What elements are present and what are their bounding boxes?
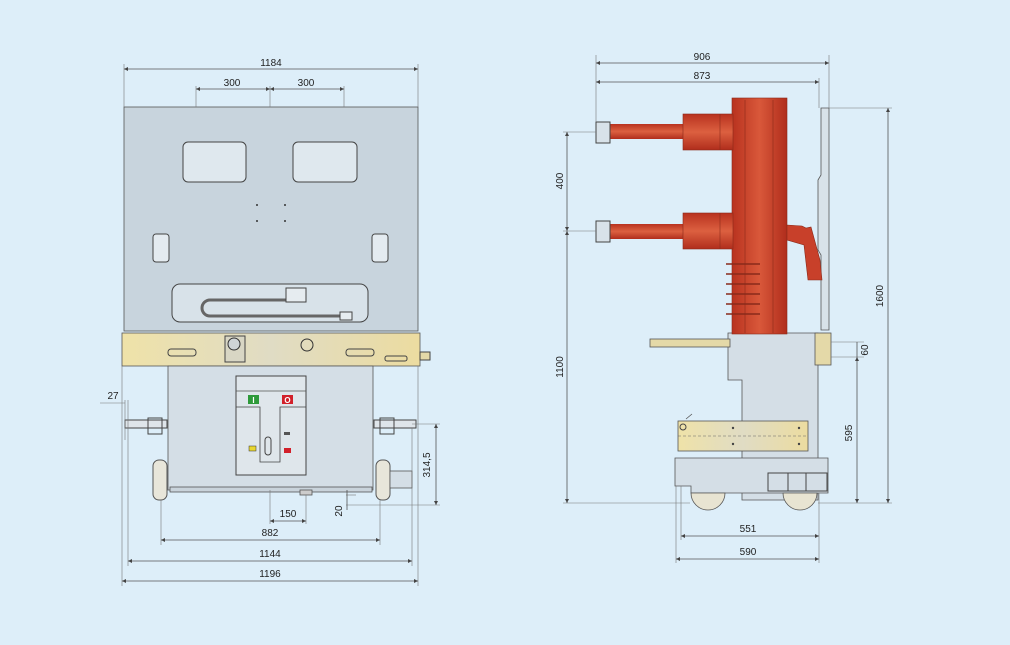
drive-lever [786,224,823,281]
drawing-shape [284,204,286,206]
dim-1600: 1600 [875,284,886,307]
dim-882: 882 [262,528,279,539]
drawing-shape [379,417,395,435]
drawing-shape [345,348,375,357]
bracket [814,332,832,366]
racking-handle [200,298,340,318]
drawing-shape [169,486,373,493]
drawing-shape [389,470,413,489]
drawing-line [685,413,693,420]
side-panel [817,107,830,331]
drawing-shape [679,423,687,431]
on-button[interactable] [248,395,259,404]
drawing-shape [726,263,760,315]
dim-1144: 1144 [259,549,281,560]
lifting-handle-left [152,233,170,263]
off-button[interactable] [282,395,293,404]
drawing-shape [731,442,735,446]
side-wheel-front [690,492,726,511]
drawing-shape [167,348,197,357]
drawing-shape [797,426,801,430]
dim-300-right: 300 [298,78,315,89]
front-view: I O 1184 300 300 27 314,5 20 [100,58,440,586]
drawing-shape [256,204,258,206]
wheel-left [152,459,168,501]
upper-bushing [682,113,734,151]
drawing-shape [731,426,735,430]
drawing-shape [797,442,801,446]
drawing-shape [300,338,314,352]
viewing-window-right [292,141,358,183]
chassis [674,457,829,494]
dim-590: 590 [740,547,757,558]
side-view: 906 873 400 1100 1600 60 595 551 590 [555,52,892,563]
drawing-shape: O [284,396,290,405]
upper-arm [610,124,684,139]
drawing-shape [236,406,306,463]
drawing-shape [264,436,272,456]
drawing-shape [339,311,353,321]
pole-column [731,97,788,335]
dim-906: 906 [694,52,711,63]
dim-150: 150 [280,509,297,520]
racking-shaft [649,338,731,348]
dim-314-5: 314,5 [422,452,433,477]
dim-595: 595 [844,424,855,441]
lifting-handle-right [371,233,389,263]
dim-60: 60 [860,344,871,356]
drawing-shape [124,419,168,429]
dim-300-left: 300 [224,78,241,89]
side-wheel-rear [782,492,818,511]
drawing-shape [285,287,307,303]
status-indicator [284,448,291,453]
lower-contact [595,220,611,243]
dim-400: 400 [555,172,566,189]
drawing-shape [419,351,431,361]
lower-arm [610,224,684,239]
upper-contact [595,121,611,144]
dim-1100: 1100 [555,356,566,378]
drawing-shape [147,417,163,435]
dim-551: 551 [740,524,757,535]
drawing-shape [299,489,313,496]
dim-20: 20 [334,505,345,517]
drawing-shape [256,220,258,222]
control-panel [235,375,307,476]
spring-indicator [248,445,257,452]
wheel-right [375,459,391,501]
dim-873: 873 [694,71,711,82]
drawing-shape [284,220,286,222]
drawing-shape: I [252,396,254,405]
drawing-shape [384,355,408,362]
lower-bushing [682,212,734,250]
racking-handle-slot [171,283,369,323]
drawing-shape [227,337,241,351]
dim-1184: 1184 [260,58,282,69]
viewing-window-left [182,141,247,183]
drawing-shape [767,472,828,492]
brass-rail [121,332,421,367]
dim-27: 27 [107,391,119,402]
dim-1196: 1196 [259,569,281,580]
drawing-shape [284,432,290,435]
